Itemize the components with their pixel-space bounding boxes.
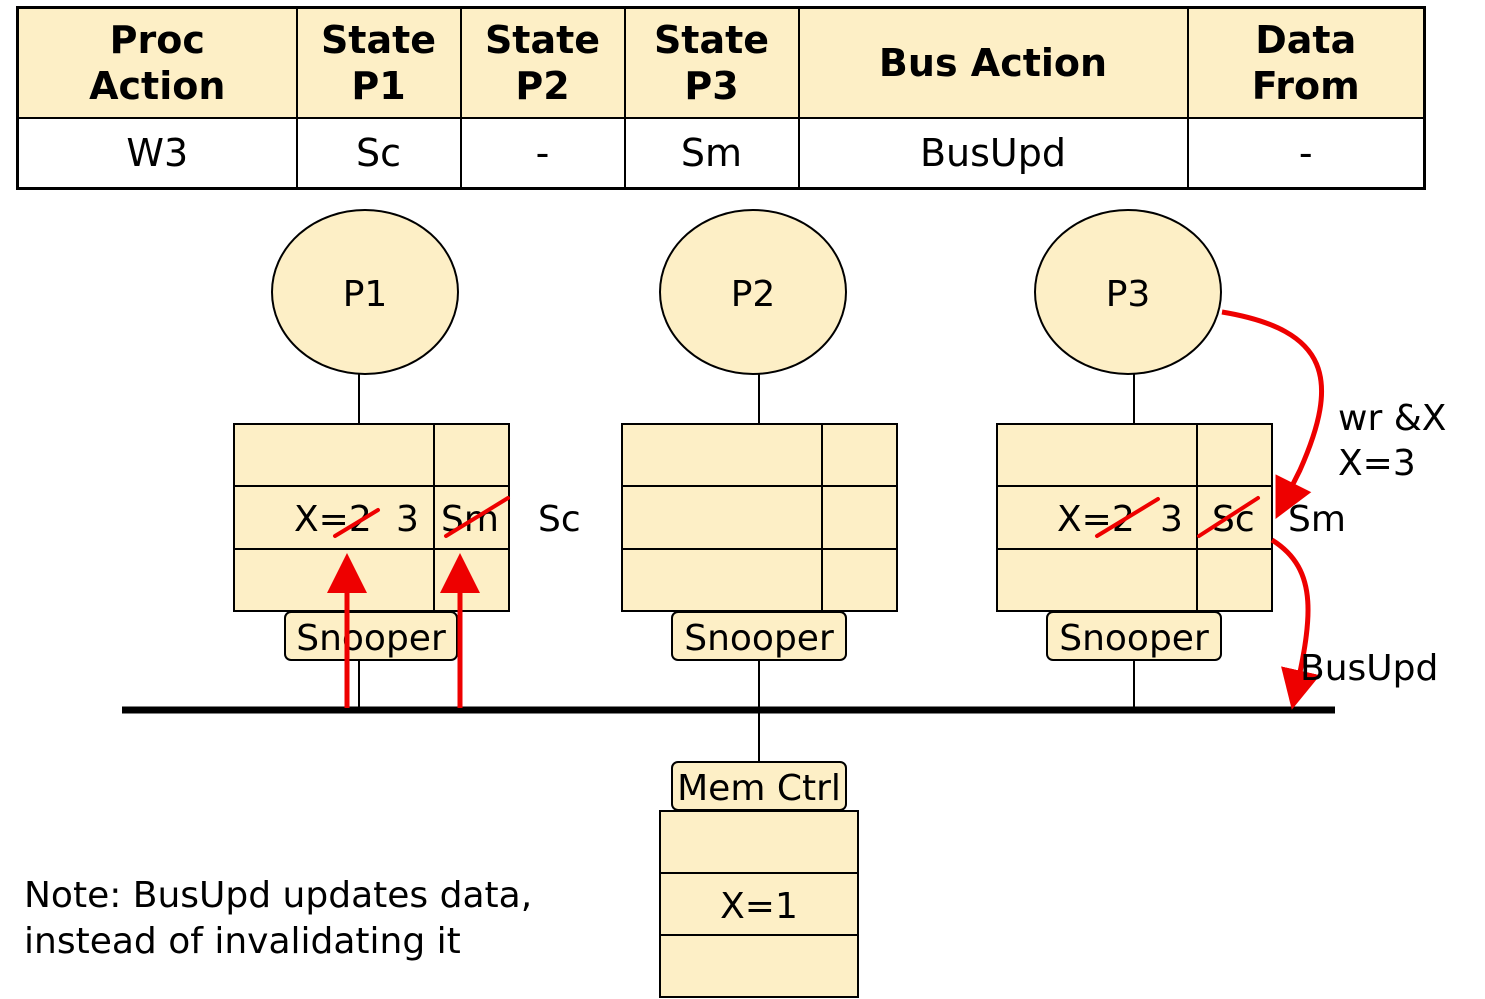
snooper-p1-label: Snooper	[296, 618, 446, 659]
cell-bus-action: BusUpd	[797, 117, 1189, 190]
memory	[659, 810, 859, 998]
cell-proc-action: W3	[16, 117, 298, 190]
cell-data-from: -	[1186, 117, 1426, 190]
cell-state-p3: Sm	[623, 117, 800, 190]
write-annotation-line2: X=3	[1338, 443, 1416, 484]
p3-new-state: Sm	[1288, 499, 1346, 540]
header-state-p2: State P2	[459, 6, 626, 119]
memory-value: X=1	[720, 886, 798, 927]
mem-ctrl: Mem Ctrl	[671, 761, 847, 811]
snooper-p1: Snooper	[284, 611, 458, 661]
note-line-2: instead of invalidating it	[24, 921, 461, 962]
mem-ctrl-label: Mem Ctrl	[677, 768, 841, 809]
strike-marks	[333, 496, 1260, 538]
write-arrow	[1221, 309, 1325, 519]
cell-state-p1: Sc	[295, 117, 462, 190]
snooper-p2-label: Snooper	[684, 618, 834, 659]
processor-p2: P2	[659, 209, 847, 375]
processor-p3: P3	[1034, 209, 1222, 375]
p1-new-value: 3	[396, 499, 419, 540]
header-state-p1: State P1	[295, 6, 462, 119]
state-table: Proc Action State P1 State P2 State P3 B…	[16, 6, 1426, 190]
snooper-p3-label: Snooper	[1059, 618, 1209, 659]
snooper-p3: Snooper	[1046, 611, 1222, 661]
header-proc-action: Proc Action	[16, 6, 298, 119]
busupd-arrow	[1270, 537, 1321, 710]
p1-new-state: Sc	[538, 499, 581, 540]
bus-annotation: BusUpd	[1300, 648, 1438, 689]
header-state-p3: State P3	[623, 6, 800, 119]
processor-p2-label: P2	[731, 274, 776, 315]
table-row: W3 Sc - Sm BusUpd -	[16, 117, 1426, 190]
table-header-row: Proc Action State P1 State P2 State P3 B…	[16, 6, 1426, 119]
processor-p1: P1	[271, 209, 459, 375]
note: Note: BusUpd updates data, instead of in…	[24, 873, 532, 965]
note-line-1: Note: BusUpd updates data,	[24, 875, 533, 916]
snooper-p2: Snooper	[671, 611, 847, 661]
cache-p2	[621, 423, 898, 612]
p3-new-value: 3	[1160, 499, 1183, 540]
cell-state-p2: -	[459, 117, 626, 190]
header-bus-action: Bus Action	[797, 6, 1189, 119]
processor-p3-label: P3	[1106, 274, 1151, 315]
processor-p1-label: P1	[343, 274, 388, 315]
header-data-from: Data From	[1186, 6, 1426, 119]
write-annotation-line1: wr &X	[1338, 398, 1446, 439]
